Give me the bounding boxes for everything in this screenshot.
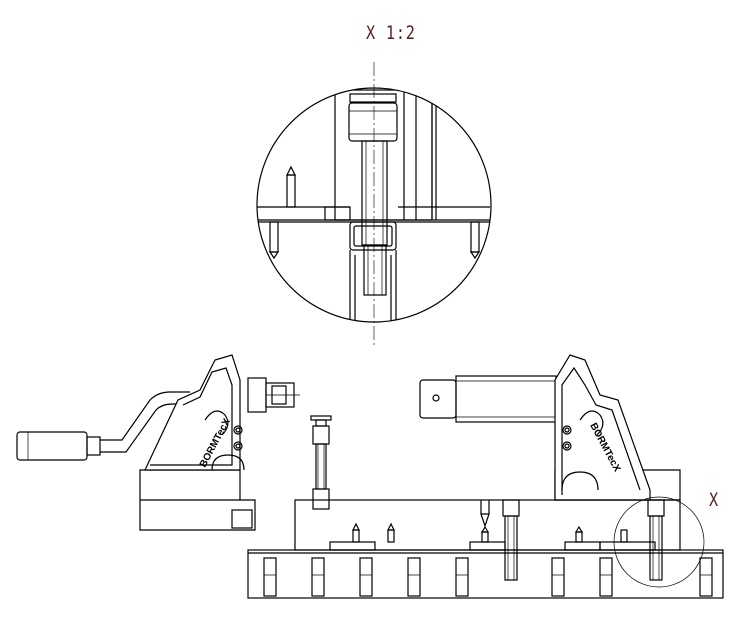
detail-marker-label: X — [709, 489, 719, 511]
right-cylinder-cap — [419, 379, 457, 419]
left-clamp-assembly: BORMTecX — [16, 354, 300, 531]
right-clamp-assembly: BORMTecX — [419, 354, 681, 501]
left-crank-grip — [16, 431, 88, 461]
right-cylinder-body — [455, 375, 557, 423]
base-plate — [247, 549, 724, 599]
detail-view-title: X 1:2 — [366, 22, 416, 44]
detail-marker-circle — [613, 496, 705, 588]
base-plate-feet — [263, 557, 713, 597]
left-clamp-body — [144, 354, 241, 471]
detail-view — [256, 62, 492, 345]
loose-bolt — [310, 415, 332, 510]
fixture-plate — [247, 499, 724, 599]
